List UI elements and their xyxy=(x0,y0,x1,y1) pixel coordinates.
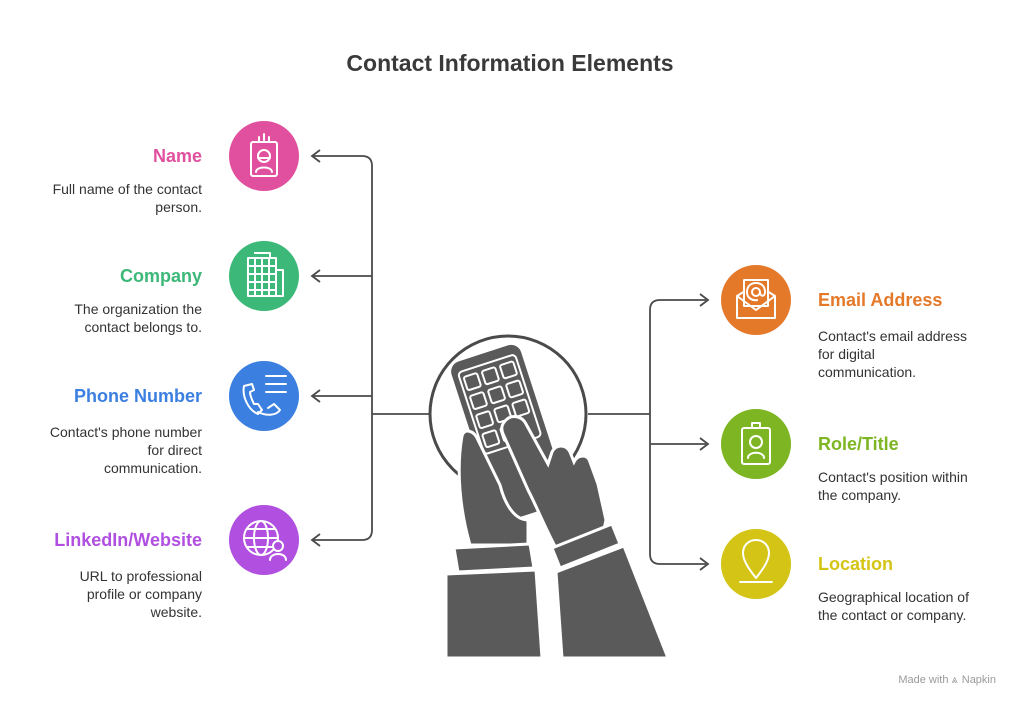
item-title-linkedin: LinkedIn/Website xyxy=(54,530,202,550)
item-desc-role: Contact's position within the company. xyxy=(818,469,968,503)
item-desc-linkedin: URL to professional profile or company w… xyxy=(79,568,202,620)
footer-prefix: Made with xyxy=(898,674,949,686)
item-title-role: Role/Title xyxy=(818,434,899,454)
office-building-icon xyxy=(229,241,299,311)
item-desc-company: The organization the contact belongs to. xyxy=(74,301,202,335)
item-title-name: Name xyxy=(152,146,202,166)
item-title-company: Company xyxy=(119,266,202,286)
map-pin-icon xyxy=(721,529,791,599)
made-with-footer[interactable]: Made with ⩓Napkin xyxy=(898,674,996,687)
item-desc-location: Geographical location of the contact or … xyxy=(818,589,969,623)
email-envelope-icon xyxy=(721,265,791,335)
globe-user-icon xyxy=(229,505,299,575)
employee-badge-icon xyxy=(721,409,791,479)
id-badge-icon xyxy=(229,121,299,191)
hand-holding-phone-icon xyxy=(428,334,671,660)
napkin-logo-icon: ⩓ xyxy=(951,674,958,686)
item-desc-phone: Contact's phone number for direct commun… xyxy=(49,424,202,476)
item-title-location: Location xyxy=(818,554,893,574)
right-connector xyxy=(588,293,710,571)
phone-list-icon xyxy=(229,361,299,431)
item-title-email: Email Address xyxy=(818,290,943,310)
footer-brand: Napkin xyxy=(961,674,996,686)
item-desc-name: Full name of the contact person. xyxy=(52,181,202,215)
left-connector xyxy=(310,149,430,547)
diagram-title: Contact Information Elements xyxy=(346,50,674,76)
item-title-phone: Phone Number xyxy=(73,386,202,406)
item-desc-email: Contact's email address for digital comm… xyxy=(818,328,967,380)
